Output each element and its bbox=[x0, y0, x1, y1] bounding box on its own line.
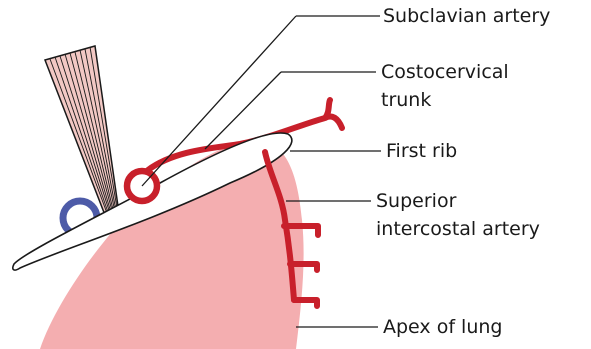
label-superior-line2: intercostal artery bbox=[376, 218, 540, 240]
label-apex-of-lung: Apex of lung bbox=[383, 316, 502, 338]
label-subclavian-artery: Subclavian artery bbox=[383, 5, 550, 27]
label-first-rib: First rib bbox=[386, 140, 457, 162]
label-superior-line1: Superior bbox=[376, 190, 457, 212]
label-costocervical-line2: trunk bbox=[381, 89, 431, 111]
label-costocervical-line1: Costocervical bbox=[381, 61, 509, 83]
